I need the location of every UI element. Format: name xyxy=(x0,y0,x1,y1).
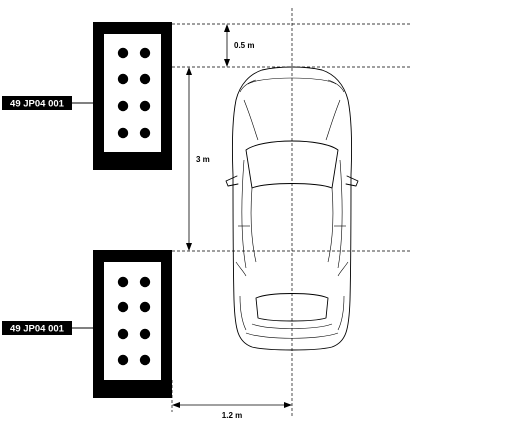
part-tag-top: 49 JP04 001 xyxy=(2,96,93,110)
target-board-bottom xyxy=(93,250,172,398)
target-dots-top xyxy=(117,47,151,139)
dimension-0-5m: 0.5 m xyxy=(224,24,254,67)
dimension-label-horizontal: 1.2 m xyxy=(222,411,242,420)
dimension-label-vertical: 3 m xyxy=(196,155,210,164)
part-number-top: 49 JP04 001 xyxy=(10,99,65,110)
dimension-label-top-gap: 0.5 m xyxy=(234,41,254,50)
vehicle-top-view xyxy=(225,66,359,351)
dimension-1-2m: 1.2 m xyxy=(172,402,292,420)
part-tag-bottom: 49 JP04 001 xyxy=(2,321,93,335)
target-board-top xyxy=(93,22,172,170)
dimension-3m: 3 m xyxy=(186,67,210,251)
part-number-bottom: 49 JP04 001 xyxy=(10,324,65,335)
target-dots-bottom xyxy=(117,276,151,366)
